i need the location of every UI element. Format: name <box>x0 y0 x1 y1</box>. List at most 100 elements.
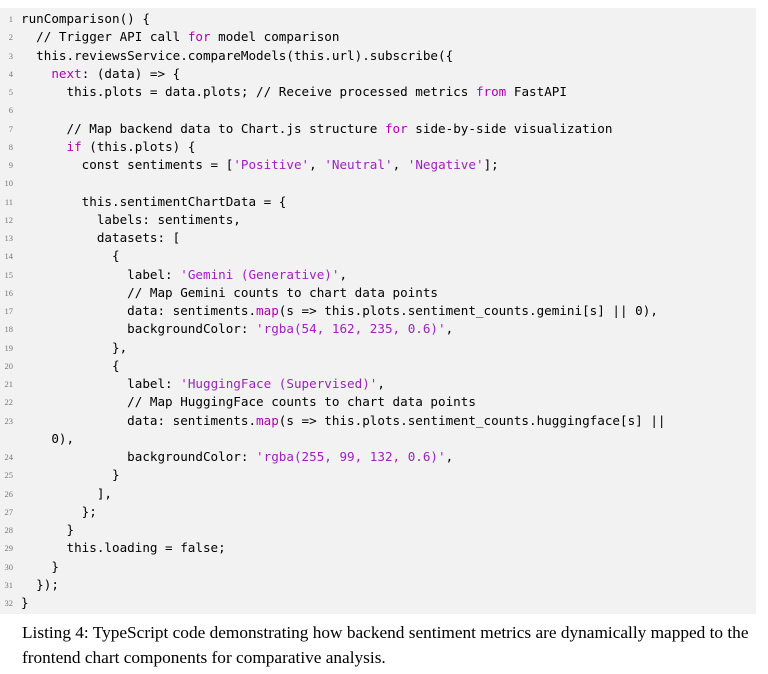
code-token: // Map backend data to Chart.js structur… <box>21 120 385 136</box>
line-number: 3 <box>8 50 13 61</box>
code-line: 29 this.loading = false; <box>0 539 756 557</box>
code-line: 24 backgroundColor: 'rgba(255, 99, 132, … <box>0 448 756 466</box>
code-line: 20 { <box>0 357 756 375</box>
code-keyword: if <box>66 138 82 154</box>
line-number: 10 <box>4 178 14 189</box>
code-token: (s => this.plots.sentiment_counts.huggin… <box>278 412 666 428</box>
code-text: } <box>21 594 29 612</box>
code-token: backgroundColor: <box>21 321 257 337</box>
code-token: label: <box>21 376 181 391</box>
code-token: this.plots = data.plots; // Receive proc… <box>21 84 476 99</box>
code-text: data: sentiments.map(s => this.plots.sen… <box>21 412 665 430</box>
line-number: 21 <box>4 379 14 389</box>
code-text: 0), <box>21 430 74 448</box>
code-text: const sentiments = ['Positive', 'Neutral… <box>21 156 499 174</box>
code-text: { <box>21 357 120 375</box>
code-token: ]; <box>483 157 499 172</box>
code-text: this.sentimentChartData = { <box>21 193 287 211</box>
code-token: } <box>21 558 59 574</box>
code-token: this.loading = false; <box>21 540 226 556</box>
code-string: 'Negative' <box>407 157 484 172</box>
code-text: // Map backend data to Chart.js structur… <box>21 120 612 138</box>
code-keyword: from <box>475 84 507 99</box>
code-string: 'HuggingFace (Supervised)' <box>180 376 378 391</box>
line-number: 28 <box>4 525 14 535</box>
code-keyword: map <box>256 303 279 318</box>
code-line: 21 label: 'HuggingFace (Supervised)', <box>0 375 756 393</box>
code-line: 7 // Map backend data to Chart.js struct… <box>0 120 756 138</box>
line-number: 22 <box>4 397 14 408</box>
code-token: const sentiments = [ <box>21 157 234 172</box>
code-line: 4 next: (data) => { <box>0 65 756 83</box>
code-token: } <box>21 467 120 483</box>
code-text: // Map Gemini counts to chart data point… <box>21 284 438 302</box>
line-number: 18 <box>4 324 14 335</box>
code-text: runComparison() { <box>21 10 150 28</box>
code-token: : (data) => { <box>81 65 181 81</box>
code-token: } <box>21 595 29 610</box>
line-number: 14 <box>4 251 14 262</box>
code-text: if (this.plots) { <box>21 138 196 156</box>
code-token: ], <box>21 485 112 501</box>
code-line: 0), <box>0 430 756 448</box>
code-text: this.plots = data.plots; // Receive proc… <box>21 83 567 101</box>
code-line: 14 { <box>0 247 756 265</box>
line-number: 32 <box>4 598 14 608</box>
line-number: 5 <box>8 87 13 97</box>
code-line: 30 } <box>0 558 756 576</box>
code-line: 13 datasets: [ <box>0 229 756 247</box>
line-number: 2 <box>8 32 13 43</box>
code-token <box>21 66 51 81</box>
code-token: , <box>392 157 408 172</box>
code-text: }; <box>21 503 97 521</box>
code-token <box>21 139 67 154</box>
code-line: 17 data: sentiments.map(s => this.plots.… <box>0 302 756 320</box>
code-token: FastAPI <box>506 84 567 99</box>
line-number: 16 <box>4 287 14 298</box>
code-token: side-by-side visualization <box>407 120 613 136</box>
code-text: } <box>21 558 59 576</box>
code-token: labels: sentiments, <box>21 211 241 227</box>
line-number: 7 <box>8 123 13 134</box>
code-text: label: 'HuggingFace (Supervised)', <box>21 375 385 393</box>
code-token: , <box>339 266 348 282</box>
code-string: 'Positive' <box>233 157 310 172</box>
code-string: 'rgba(255, 99, 132, 0.6)' <box>256 449 446 464</box>
code-text: this.reviewsService.compareModels(this.u… <box>21 47 453 65</box>
code-text: labels: sentiments, <box>21 211 241 229</box>
code-token: , <box>445 449 454 464</box>
code-token: (s => this.plots.sentiment_counts.gemini… <box>278 303 658 318</box>
line-number: 25 <box>4 470 14 481</box>
code-line: 31 }); <box>0 576 756 594</box>
code-line: 2 // Trigger API call for model comparis… <box>0 28 756 46</box>
line-number: 11 <box>4 196 13 207</box>
code-token: (this.plots) { <box>81 138 196 154</box>
line-number: 27 <box>4 506 14 517</box>
line-number: 31 <box>4 579 14 590</box>
line-number: 12 <box>4 214 14 225</box>
code-text: // Trigger API call for model comparison <box>21 28 339 46</box>
code-line: 3 this.reviewsService.compareModels(this… <box>0 47 756 65</box>
code-line: 26 ], <box>0 485 756 503</box>
code-token: 0), <box>21 430 75 446</box>
code-text: } <box>21 466 120 484</box>
code-token: , <box>309 157 325 172</box>
code-text: { <box>21 247 120 265</box>
line-number: 9 <box>8 160 13 170</box>
code-token: , <box>377 376 385 391</box>
code-text: data: sentiments.map(s => this.plots.sen… <box>21 302 658 320</box>
code-keyword: next <box>51 65 82 81</box>
code-line: 23 data: sentiments.map(s => this.plots.… <box>0 412 756 430</box>
code-text: } <box>21 521 74 539</box>
code-token: // Trigger API call <box>21 29 188 45</box>
code-text: this.loading = false; <box>21 539 226 557</box>
code-token: data: sentiments. <box>21 303 257 318</box>
code-token: , <box>445 321 454 337</box>
line-number: 17 <box>4 306 14 316</box>
code-line: 19 }, <box>0 339 756 357</box>
code-text: backgroundColor: 'rgba(54, 162, 235, 0.6… <box>21 320 453 338</box>
line-number: 13 <box>4 233 14 243</box>
line-number: 20 <box>4 360 14 371</box>
